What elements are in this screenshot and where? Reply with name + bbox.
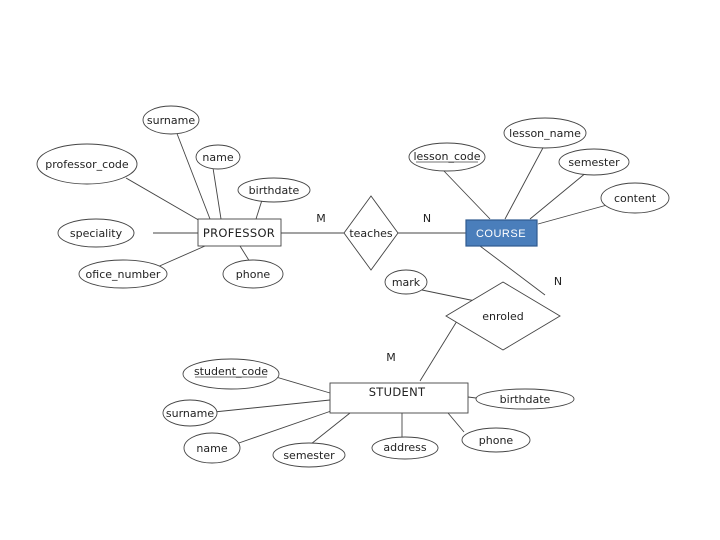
professor-entity[interactable]: PROFESSOR xyxy=(197,218,282,247)
course-entity[interactable]: COURSE xyxy=(465,219,538,247)
enroled-relationship-label: enroled xyxy=(482,310,524,323)
teaches-relationship-label: teaches xyxy=(349,227,393,240)
attribute-birthdate-label: birthdate xyxy=(249,184,300,197)
cardinality-teaches-course: N xyxy=(423,212,431,225)
attribute-student-semester[interactable]: semester xyxy=(272,442,346,468)
attribute-lesson-name[interactable]: lesson_name xyxy=(503,117,587,149)
teaches-relationship[interactable]: teaches xyxy=(343,195,399,271)
attribute-student-code[interactable]: student_code xyxy=(182,358,280,390)
attribute-student-phone[interactable]: phone xyxy=(461,427,531,453)
attribute-phone-label: phone xyxy=(236,268,271,281)
attribute-lesson-code-label: lesson_code xyxy=(413,150,480,163)
course-entity-label: COURSE xyxy=(476,228,526,240)
attribute-lesson-name-label: lesson_name xyxy=(509,127,581,140)
enroled-relationship[interactable]: enroled xyxy=(445,281,561,351)
attribute-mark[interactable]: mark xyxy=(384,269,428,295)
attribute-course-semester-label: semester xyxy=(568,156,620,169)
attribute-student-surname-label: surname xyxy=(166,407,214,420)
attribute-course-semester[interactable]: semester xyxy=(558,148,630,176)
attribute-student-name-label: name xyxy=(196,442,227,455)
attribute-phone[interactable]: phone xyxy=(222,259,284,289)
attribute-student-birthdate[interactable]: birthdate xyxy=(475,388,575,410)
attribute-name-label: name xyxy=(202,151,233,164)
attribute-address[interactable]: address xyxy=(371,436,439,460)
student-entity[interactable]: STUDENT xyxy=(329,382,469,414)
attribute-surname-label: surname xyxy=(147,114,195,127)
attribute-ofice-number[interactable]: ofice_number xyxy=(78,259,168,289)
attribute-speciality-label: speciality xyxy=(70,227,123,240)
attribute-student-semester-label: semester xyxy=(283,449,335,462)
attribute-surname[interactable]: surname xyxy=(142,105,200,135)
attribute-content-label: content xyxy=(614,192,657,205)
attribute-student-birthdate-label: birthdate xyxy=(500,393,551,406)
cardinality-enroled-student: M xyxy=(386,351,396,364)
cardinality-teaches-professor: M xyxy=(316,212,326,225)
attribute-professor-code[interactable]: professor_code xyxy=(36,143,138,185)
attribute-student-code-label: student_code xyxy=(194,365,268,378)
student-entity-label: STUDENT xyxy=(369,385,426,399)
attribute-name[interactable]: name xyxy=(195,144,241,170)
cardinality-enroled-course: N xyxy=(554,275,562,288)
attribute-birthdate[interactable]: birthdate xyxy=(237,177,311,203)
attribute-content[interactable]: content xyxy=(600,182,670,214)
attribute-lesson-code[interactable]: lesson_code xyxy=(408,142,486,172)
connector-lines xyxy=(125,130,608,445)
attribute-ofice-number-label: ofice_number xyxy=(86,268,161,281)
attribute-student-name[interactable]: name xyxy=(183,432,241,464)
attribute-student-surname[interactable]: surname xyxy=(162,399,218,427)
attribute-mark-label: mark xyxy=(392,276,421,289)
attribute-speciality[interactable]: speciality xyxy=(57,218,135,248)
attribute-address-label: address xyxy=(383,441,426,454)
attribute-professor-code-label: professor_code xyxy=(45,158,129,171)
professor-entity-label: PROFESSOR xyxy=(203,226,275,240)
attribute-student-phone-label: phone xyxy=(479,434,514,447)
